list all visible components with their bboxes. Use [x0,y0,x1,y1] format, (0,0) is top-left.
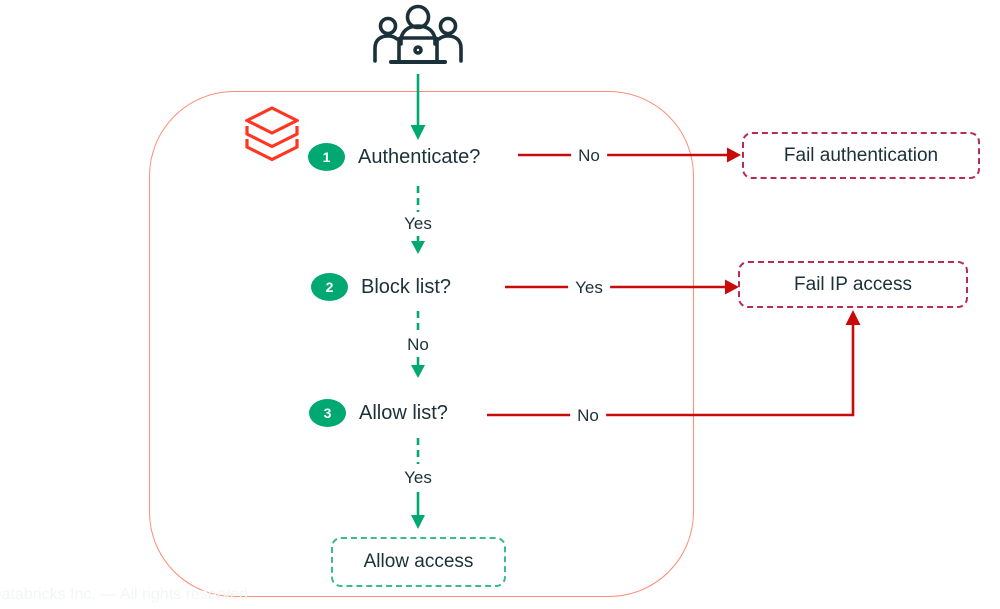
outcome-fail-ip-access: Fail IP access [738,261,968,308]
outcome-allow-access: Allow access [331,537,506,587]
databricks-logo-icon [245,106,299,162]
step-question-allowlist: Allow list? [359,401,448,424]
edge-label-blocklist-yes: Yes [568,277,610,299]
step-question-authenticate: Authenticate? [358,145,481,168]
step-row-authenticate: 1 Authenticate? [308,143,480,171]
edge-label-allowlist-yes: Yes [397,467,439,489]
edge-label-allowlist-no: No [570,405,606,427]
outcome-fail-authentication: Fail authentication [742,132,980,179]
step-row-blocklist: 2 Block list? [311,273,451,301]
step-badge-1: 1 [308,143,345,171]
users-at-laptop-icon [373,4,463,64]
edge-label-authenticate-yes: Yes [397,213,439,235]
edge-label-blocklist-no: No [400,334,436,356]
step-badge-3: 3 [309,399,346,427]
step-question-blocklist: Block list? [361,275,452,298]
footer-copyright: Databricks Inc. — All rights reserved [0,586,248,603]
edge-label-authenticate-no: No [571,145,607,167]
step-row-allowlist: 3 Allow list? [309,399,448,427]
step-badge-2: 2 [311,273,348,301]
